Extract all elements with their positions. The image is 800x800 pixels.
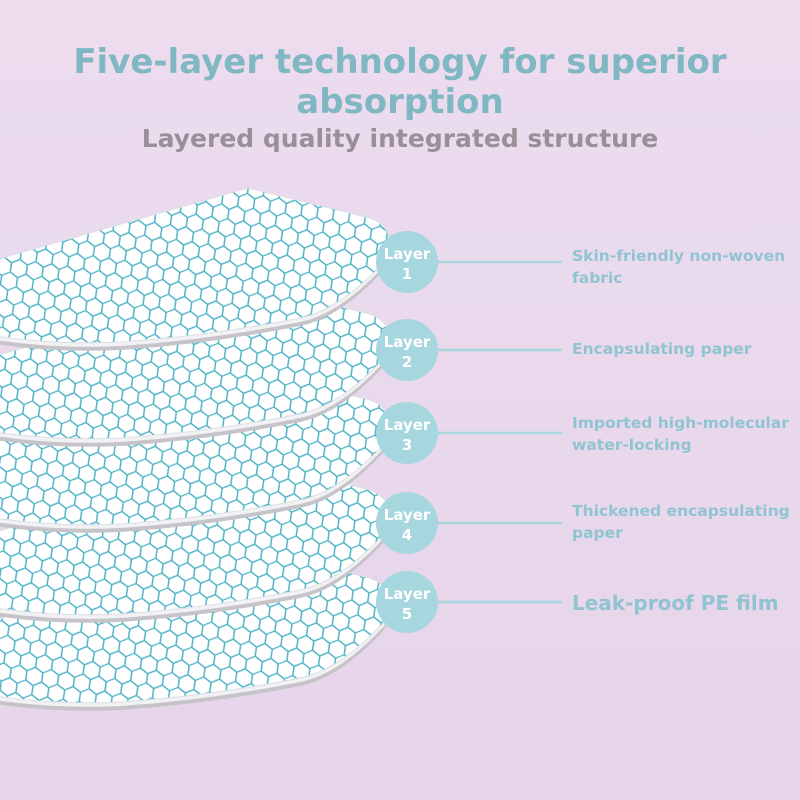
layer-badge-label: Layer xyxy=(384,333,431,351)
layer-badge xyxy=(376,231,438,293)
layer-badge-label: Layer xyxy=(384,245,431,263)
layer-badge-number: 3 xyxy=(402,436,412,454)
layer-badge xyxy=(376,402,438,464)
layer-3-description: Imported high-molecular water-locking xyxy=(572,414,789,454)
layer-badge-label: Layer xyxy=(384,416,431,434)
layer-badge-number: 1 xyxy=(402,265,412,283)
page-subtitle: Layered quality integrated structure xyxy=(141,124,659,153)
layer-badge-label: Layer xyxy=(384,506,431,524)
layer-5-description: Leak-proof PE film xyxy=(572,591,779,615)
layer-badge-number: 2 xyxy=(402,353,412,371)
layer-2-description: Encapsulating paper xyxy=(572,340,752,358)
layer-1-description: Skin-friendly non-woven fabric xyxy=(572,247,786,287)
layer-badge xyxy=(376,492,438,554)
layer-4-description: Thickened encapsulating paper xyxy=(572,502,790,542)
layer-sheet xyxy=(0,187,391,351)
layer-badge xyxy=(376,571,438,633)
layer-badge-number: 4 xyxy=(402,526,412,544)
layer-badge xyxy=(376,319,438,381)
layer-badge-number: 5 xyxy=(402,605,412,623)
layer-badge-label: Layer xyxy=(384,585,431,603)
page-title: Five-layer technology for superior absor… xyxy=(73,42,727,122)
